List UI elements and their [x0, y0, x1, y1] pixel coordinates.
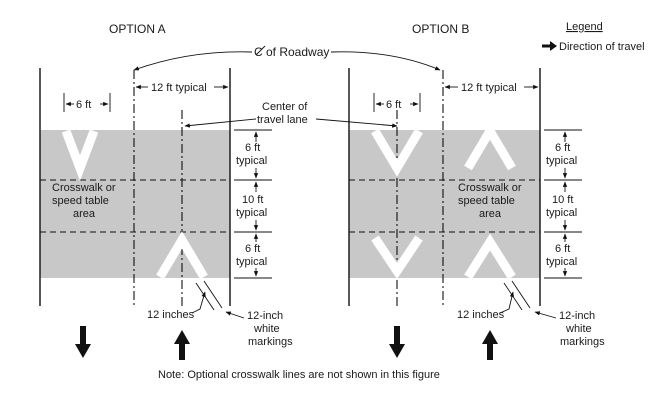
dim-12ft-b: 12 ft typical	[461, 82, 517, 94]
dim-6ft-a: 6 ft	[76, 99, 91, 111]
dim-6ft-top-a: 6 ft	[245, 142, 260, 154]
dim-typical-top-b: typical	[546, 155, 577, 167]
chevron-marking-icon	[371, 235, 423, 280]
area-label-line1-b: Crosswalk or	[458, 182, 522, 194]
dim-6ft-bottom-b: 6 ft	[555, 243, 570, 255]
chevron-marking-icon	[371, 128, 423, 177]
markings-line3-a: markings	[248, 336, 293, 348]
dim-6ft-top-b: 6 ft	[555, 142, 570, 154]
dim-10ft-b: 10 ft	[552, 194, 573, 206]
area-label-line2-a: speed table	[52, 195, 109, 207]
dim-typical-top-a: typical	[236, 155, 267, 167]
dim-typical-mid-a: typical	[236, 207, 267, 219]
dim-12ft-a: 12 ft typical	[151, 82, 207, 94]
arrow-up-icon	[482, 330, 498, 360]
chevron-marking-icon	[156, 231, 208, 280]
chevron-marking-icon	[61, 129, 99, 181]
dim-typical-bottom-a: typical	[236, 256, 267, 268]
twelve-inches-a: 12 inches	[147, 309, 195, 321]
markings-line2-a: white	[253, 323, 280, 335]
legend-item: Direction of travel	[559, 41, 645, 53]
figure-note: Note: Optional crosswalk lines are not s…	[158, 369, 440, 381]
markings-line1-a: 12-inch	[247, 310, 283, 322]
arrow-down-icon	[389, 326, 405, 358]
dim-typical-bottom-b: typical	[546, 256, 577, 268]
option-a-panel: 6 ft 12 ft typical Center of travel lane…	[39, 68, 398, 360]
arrow-down-icon	[75, 326, 91, 358]
chevron-marking-icon	[464, 122, 516, 171]
area-label-line3-b: area	[479, 208, 502, 220]
dim-10ft-a: 10 ft	[242, 194, 263, 206]
legend-title: Legend	[566, 21, 603, 33]
chevron-marking-icon	[464, 233, 516, 280]
markings-line1-b: 12-inch	[559, 310, 595, 322]
dim-6ft-bottom-a: 6 ft	[245, 243, 260, 255]
arrow-up-icon	[174, 330, 190, 360]
markings-line2-b: white	[565, 323, 592, 335]
markings-line3-b: markings	[560, 336, 605, 348]
area-label-line1-a: Crosswalk or	[52, 182, 116, 194]
option-b-title: OPTION B	[412, 22, 469, 36]
option-b-panel: 6 ft 12 ft typical Crosswalk or speed ta…	[348, 68, 605, 360]
option-a-title: OPTION A	[109, 22, 166, 36]
dim-typical-mid-b: typical	[546, 207, 577, 219]
roadway-centerline-label: of Roadway	[266, 45, 329, 59]
center-lane-line1: Center of	[262, 101, 308, 113]
centerline-symbol-icon: C	[254, 45, 266, 59]
twelve-inches-b: 12 inches	[457, 309, 505, 321]
dim-6ft-b: 6 ft	[386, 99, 401, 111]
legend-arrow-icon	[542, 41, 557, 51]
center-lane-line2: travel lane	[257, 114, 308, 126]
area-label-line2-b: speed table	[458, 195, 515, 207]
area-label-line3-a: area	[73, 208, 96, 220]
